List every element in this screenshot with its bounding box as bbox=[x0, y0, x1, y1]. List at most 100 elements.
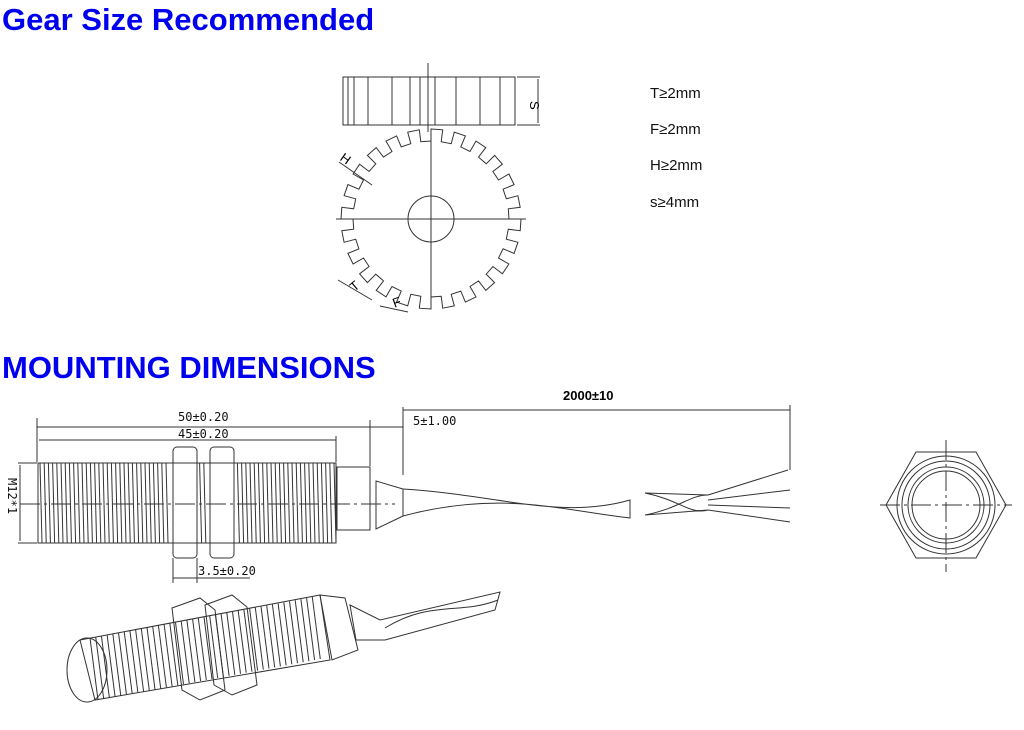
thread-line bbox=[131, 462, 135, 544]
thread-line bbox=[146, 627, 156, 690]
thread-line bbox=[102, 462, 106, 544]
dim-cable-length: 2000±10 bbox=[563, 388, 614, 403]
dim-cable-offset: 5±1.00 bbox=[413, 414, 456, 428]
label-t: T bbox=[347, 278, 363, 295]
thread-line bbox=[140, 628, 150, 691]
thread-line bbox=[308, 462, 312, 544]
thread-line bbox=[291, 462, 295, 544]
thread-line bbox=[311, 596, 321, 660]
thread-line bbox=[253, 462, 257, 544]
thread-line bbox=[203, 616, 213, 680]
thread-line bbox=[129, 630, 139, 693]
thread-line bbox=[306, 598, 316, 661]
thread-line bbox=[77, 462, 81, 544]
gear-outline bbox=[340, 128, 522, 310]
thread-line bbox=[165, 462, 169, 544]
thread-line bbox=[249, 462, 253, 544]
thread-line bbox=[220, 613, 230, 676]
thread-line bbox=[333, 462, 337, 544]
thread-line bbox=[100, 635, 110, 698]
thread-line bbox=[192, 619, 202, 682]
thread-line bbox=[294, 600, 304, 663]
thread-line bbox=[266, 462, 270, 544]
dim-thread-length: 45±0.20 bbox=[178, 427, 229, 441]
thread-line bbox=[329, 462, 333, 544]
thread-line bbox=[295, 462, 299, 544]
label-s: S bbox=[527, 101, 542, 110]
thread-line bbox=[119, 462, 123, 544]
thread-line bbox=[241, 462, 245, 544]
thread-line bbox=[304, 462, 308, 544]
thread-line bbox=[175, 622, 184, 685]
thread-line bbox=[283, 602, 293, 665]
thread-line bbox=[260, 606, 270, 669]
gear-side-view: S bbox=[342, 63, 542, 132]
thread-line bbox=[112, 633, 122, 696]
sensor-perspective-view bbox=[66, 591, 501, 703]
spec-s: s≥4mm bbox=[650, 194, 700, 211]
thread-line bbox=[299, 462, 303, 544]
thread-line bbox=[123, 462, 127, 544]
thread-line bbox=[262, 462, 266, 544]
dim-total-length: 50±0.20 bbox=[178, 410, 229, 424]
thread-line bbox=[136, 462, 140, 544]
thread-line bbox=[180, 621, 190, 684]
thread-line bbox=[274, 462, 278, 544]
thread-line bbox=[123, 631, 133, 694]
thread-line bbox=[169, 623, 179, 686]
thread-line bbox=[325, 462, 329, 544]
thread-line bbox=[283, 462, 287, 544]
thread-line bbox=[312, 462, 316, 544]
thread-line bbox=[98, 462, 102, 544]
thread-line bbox=[110, 462, 114, 544]
thread-line bbox=[106, 634, 116, 697]
thread-line bbox=[197, 617, 207, 681]
thread-line bbox=[278, 462, 282, 544]
thread-line bbox=[300, 599, 310, 662]
thread-line bbox=[161, 462, 165, 544]
dim-nut-thickness: 3.5±0.20 bbox=[198, 564, 256, 578]
thread-line bbox=[106, 462, 110, 544]
thread-line bbox=[266, 605, 276, 668]
thread-line bbox=[135, 629, 145, 692]
spec-t: T≥2mm bbox=[650, 85, 701, 102]
thread-line bbox=[254, 607, 264, 670]
gear-size-heading: Gear Size Recommended bbox=[2, 2, 375, 37]
thread-line bbox=[152, 626, 162, 689]
thread-line bbox=[277, 603, 287, 666]
thread-line bbox=[257, 462, 261, 544]
thread-line bbox=[236, 462, 240, 544]
thread-line bbox=[271, 604, 281, 667]
thread-line bbox=[43, 462, 47, 544]
thread-line bbox=[148, 462, 152, 544]
thread-line bbox=[232, 611, 241, 674]
thread-line bbox=[157, 462, 161, 544]
thread-line bbox=[209, 615, 219, 679]
thread-line bbox=[249, 608, 259, 671]
thread-line bbox=[60, 462, 64, 544]
sensor-side-view: 50±0.20 45±0.20 2000±10 5±1.00 M12*1 3.5… bbox=[5, 388, 791, 583]
spec-h: H≥2mm bbox=[650, 157, 703, 174]
thread-line bbox=[226, 612, 236, 675]
thread-line bbox=[118, 632, 127, 695]
thread-line bbox=[89, 637, 99, 701]
thread-line bbox=[144, 462, 148, 544]
thread-line bbox=[199, 462, 203, 544]
thread-line bbox=[270, 462, 274, 544]
thread-line bbox=[56, 462, 60, 544]
thread-line bbox=[52, 462, 56, 544]
mounting-dimensions-heading: MOUNTING DIMENSIONS bbox=[2, 350, 376, 385]
thread-line bbox=[68, 462, 72, 544]
thread-line bbox=[203, 462, 207, 544]
thread-line bbox=[39, 462, 43, 544]
thread-line bbox=[289, 601, 298, 664]
thread-line bbox=[94, 462, 98, 544]
thread-line bbox=[115, 462, 119, 544]
thread-line bbox=[245, 462, 249, 544]
thread-line bbox=[316, 462, 320, 544]
thread-line bbox=[81, 462, 85, 544]
thread-line bbox=[64, 462, 68, 544]
thread-line bbox=[47, 462, 51, 544]
thread-line bbox=[127, 462, 131, 544]
